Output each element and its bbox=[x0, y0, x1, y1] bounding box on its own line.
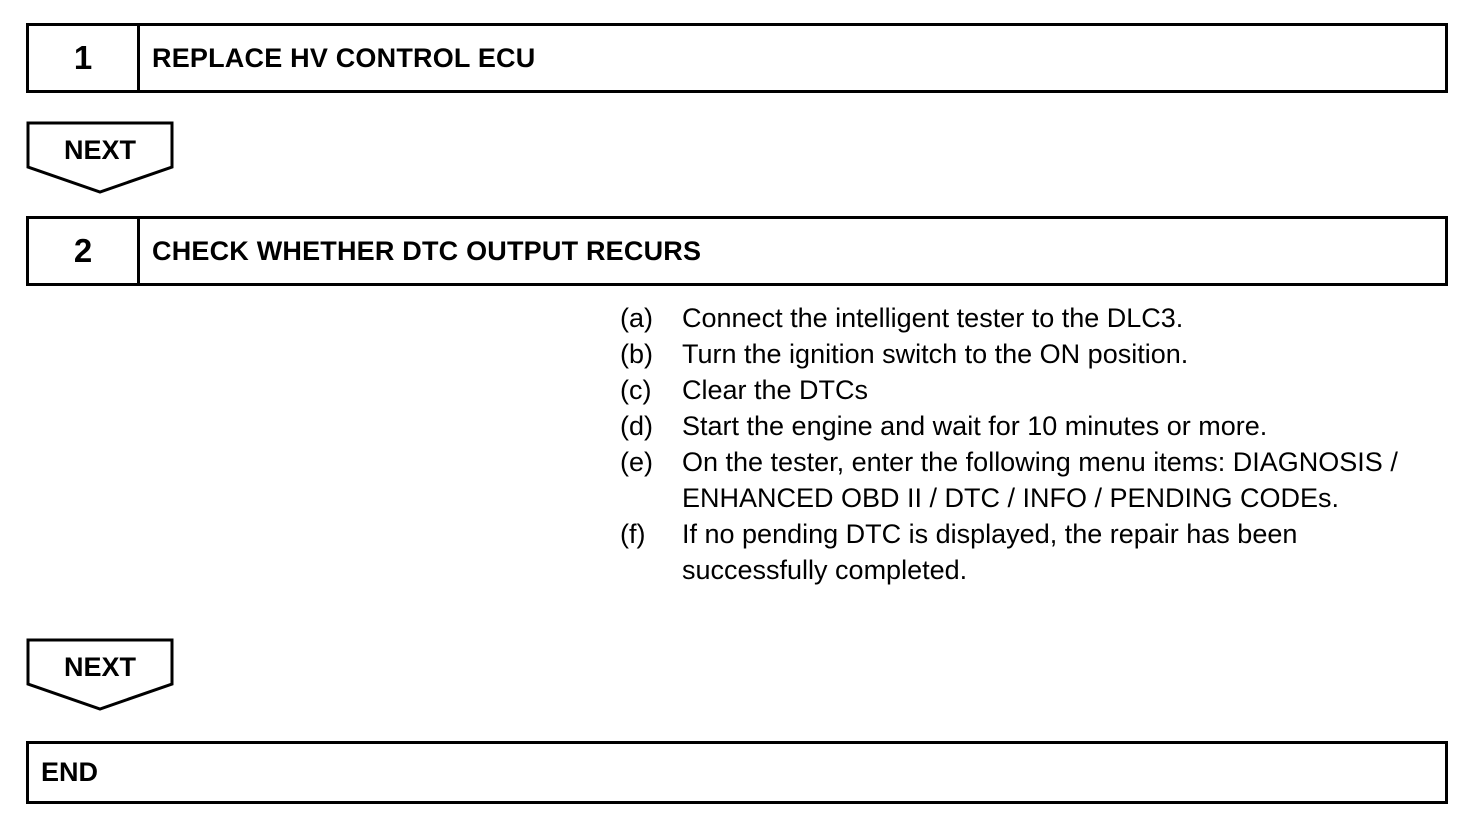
step-1-box: 1 REPLACE HV CONTROL ECU bbox=[26, 23, 1448, 93]
instruction-item: (a) Connect the intelligent tester to th… bbox=[620, 300, 1420, 336]
step-2-box: 2 CHECK WHETHER DTC OUTPUT RECURS bbox=[26, 216, 1448, 286]
instruction-marker: (a) bbox=[620, 303, 653, 333]
instruction-marker: (f) bbox=[620, 519, 646, 549]
next-arrow-1-icon bbox=[26, 121, 174, 194]
instruction-text: Turn the ignition switch to the ON posit… bbox=[682, 339, 1189, 369]
next-arrow-2-icon bbox=[26, 638, 174, 711]
instruction-text: If no pending DTC is displayed, the repa… bbox=[682, 519, 1298, 585]
next-arrow-2-label: NEXT bbox=[63, 652, 136, 682]
instruction-marker: (e) bbox=[620, 447, 653, 477]
instruction-item: (b) Turn the ignition switch to the ON p… bbox=[620, 336, 1420, 372]
instruction-marker: (b) bbox=[620, 339, 653, 369]
instruction-list: (a) Connect the intelligent tester to th… bbox=[620, 300, 1420, 588]
instruction-item: (e) On the tester, enter the following m… bbox=[620, 444, 1420, 516]
step-1-title: REPLACE HV CONTROL ECU bbox=[152, 42, 536, 73]
next-arrow-1-label: NEXT bbox=[63, 135, 136, 165]
instruction-item: (f) If no pending DTC is displayed, the … bbox=[620, 516, 1420, 588]
end-label: END bbox=[41, 757, 99, 787]
instruction-text: Connect the intelligent tester to the DL… bbox=[682, 303, 1184, 333]
next-arrow-2: NEXT bbox=[26, 638, 174, 712]
instruction-text: Clear the DTCs bbox=[682, 375, 869, 405]
instruction-item: (c) Clear the DTCs bbox=[620, 372, 1420, 408]
step-2-title: CHECK WHETHER DTC OUTPUT RECURS bbox=[152, 235, 702, 266]
instruction-marker: (c) bbox=[620, 375, 652, 405]
step-2-number: 2 bbox=[29, 219, 140, 283]
instruction-text: Start the engine and wait for 10 minutes… bbox=[682, 411, 1268, 441]
step-1-number: 1 bbox=[29, 26, 140, 90]
end-box: END bbox=[26, 741, 1448, 804]
instruction-item: (d) Start the engine and wait for 10 min… bbox=[620, 408, 1420, 444]
next-arrow-1: NEXT bbox=[26, 121, 174, 195]
instruction-text: On the tester, enter the following menu … bbox=[682, 447, 1398, 513]
instruction-marker: (d) bbox=[620, 411, 653, 441]
